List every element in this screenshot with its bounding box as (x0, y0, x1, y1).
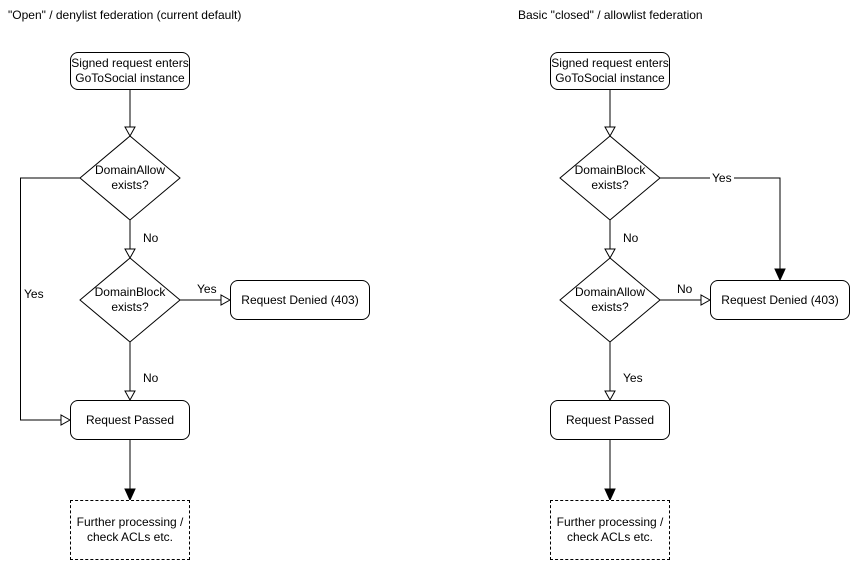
right-chart-title: Basic "closed" / allowlist federation (518, 8, 703, 22)
filled-arrowhead (604, 488, 616, 502)
open-arrowhead (604, 248, 616, 260)
left-passed-node: Request Passed (70, 400, 190, 440)
left-start-node: Signed request enters GoToSocial instanc… (70, 52, 190, 90)
left-decision1-label: DomainAllow exists? (94, 163, 166, 192)
edge-decision1-yes (660, 177, 781, 270)
right-decision1-label: DomainBlock exists? (574, 163, 646, 192)
right-decision2-label: DomainAllow exists? (574, 285, 646, 314)
left-decision2-yes-label: Yes (195, 282, 219, 296)
right-decision1-yes-label: Yes (710, 171, 734, 185)
open-arrowhead (604, 126, 616, 138)
right-decision2-no-label: No (675, 282, 695, 296)
left-further-node: Further processing / check ACLs etc. (70, 500, 190, 560)
filled-arrowhead (774, 268, 786, 282)
open-arrowhead (124, 126, 136, 138)
open-arrowhead (604, 390, 616, 402)
left-chart-title: "Open" / denylist federation (current de… (8, 8, 242, 22)
open-arrowhead (700, 294, 712, 306)
right-decision1-no-label: No (621, 231, 641, 245)
edge-decision1-yes (20, 177, 80, 421)
right-chart-wires (559, 90, 786, 502)
left-decision2-no-label: No (141, 371, 161, 385)
open-arrowhead (124, 390, 136, 402)
open-arrowhead (220, 294, 232, 306)
left-decision2-label: DomainBlock exists? (94, 285, 166, 314)
right-denied-node: Request Denied (403) (710, 280, 850, 320)
right-start-node: Signed request enters GoToSocial instanc… (550, 52, 670, 90)
left-chart-wires (20, 90, 232, 502)
right-decision2-yes-label: Yes (621, 371, 645, 385)
right-passed-node: Request Passed (550, 400, 670, 440)
left-denied-node: Request Denied (403) (230, 280, 370, 320)
left-decision1-no-label: No (141, 231, 161, 245)
open-arrowhead (60, 414, 72, 426)
filled-arrowhead (124, 488, 136, 502)
left-decision1-yes-label: Yes (22, 287, 46, 301)
right-further-node: Further processing / check ACLs etc. (550, 500, 670, 560)
open-arrowhead (124, 248, 136, 260)
